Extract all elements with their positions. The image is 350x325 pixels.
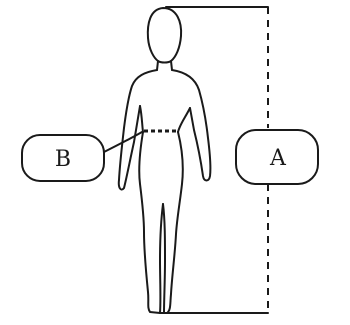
label-a: A bbox=[236, 130, 318, 184]
label-b-text: B bbox=[55, 147, 71, 172]
human-figure-icon bbox=[119, 8, 211, 313]
label-b: B bbox=[22, 135, 104, 181]
label-a-text: A bbox=[269, 146, 287, 171]
